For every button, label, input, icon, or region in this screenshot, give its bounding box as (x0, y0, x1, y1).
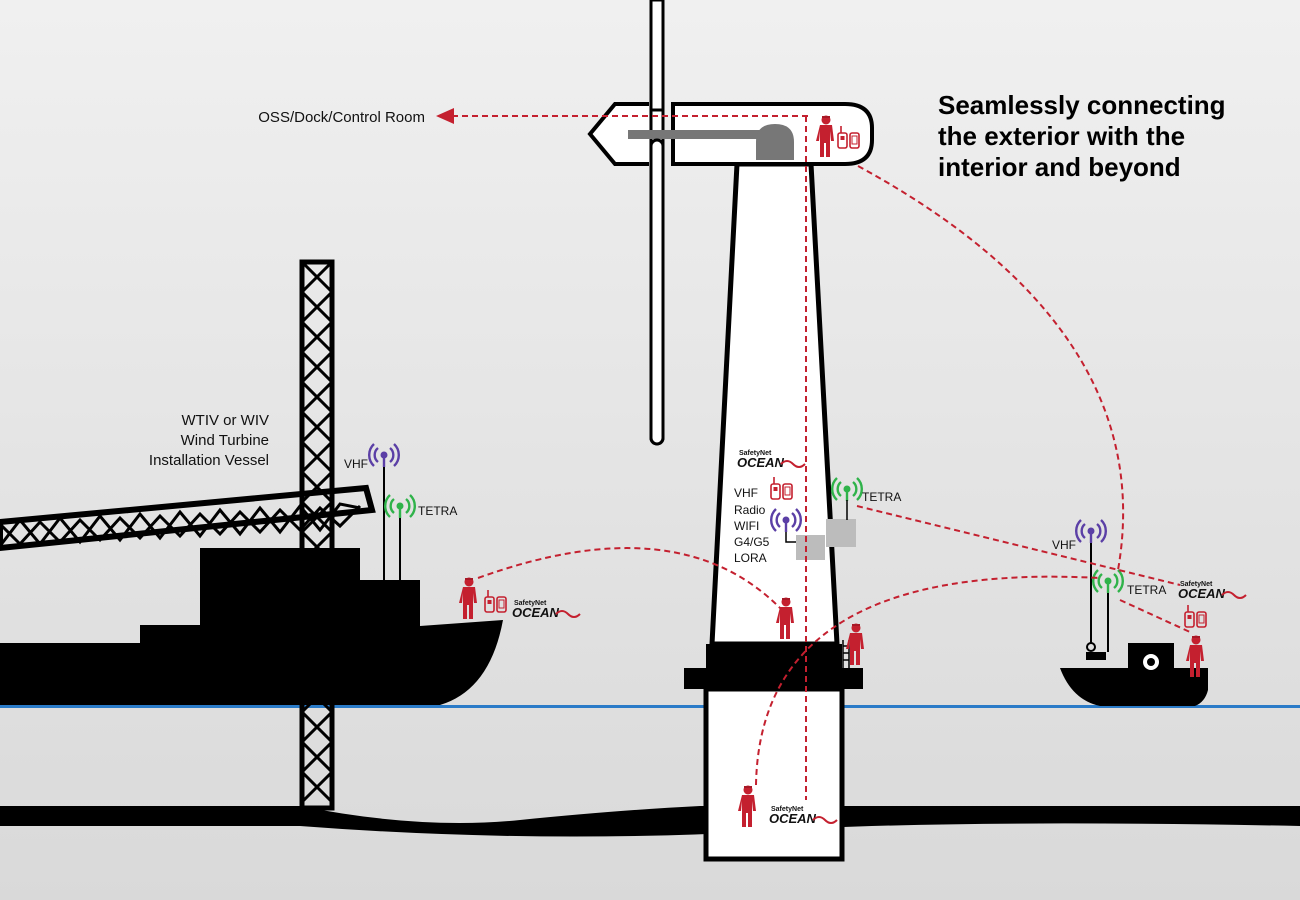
svg-text:OCEAN: OCEAN (1178, 586, 1226, 601)
vhf-antenna-icon (367, 442, 401, 469)
headline: Seamlessly connecting the exterior with … (938, 90, 1278, 183)
turbine-blade-upper (649, 0, 665, 112)
svg-text:SafetyNet: SafetyNet (771, 806, 804, 813)
svg-text:OCEAN: OCEAN (512, 605, 560, 620)
headline-line: the exterior with the (938, 121, 1186, 151)
vessel-tetra-label: TETRA (418, 504, 457, 518)
safetynet-ocean-logo: SafetyNet OCEAN (512, 600, 581, 620)
tower-list-item: G4/G5 (734, 535, 770, 549)
headline-line: Seamlessly connecting (938, 90, 1226, 120)
tower-list-item: WIFI (734, 519, 759, 533)
connection-links (436, 108, 1191, 800)
seabed (0, 806, 1300, 837)
tower-list-item: Radio (734, 503, 766, 517)
svg-text:SafetyNet: SafetyNet (1180, 581, 1213, 588)
person-icon (459, 577, 477, 619)
vessel-vhf-label: VHF (344, 457, 368, 471)
boat-vhf-label: VHF (1052, 538, 1076, 552)
installation-vessel (0, 259, 503, 811)
svg-text:OCEAN: OCEAN (737, 455, 785, 470)
vessel-label-line2: Wind Turbine (181, 432, 269, 449)
safetynet-ocean-logo: SafetyNet OCEAN (1178, 581, 1247, 601)
radio-icon (1184, 604, 1207, 628)
tower-comm-list: VHF Radio WIFI G4/G5 LORA (734, 486, 770, 565)
safetynet-ocean-logo: SafetyNet OCEAN (769, 806, 838, 826)
tetra-antenna-icon (383, 493, 417, 520)
radio-icon (484, 589, 507, 613)
turbine-tetra-label: TETRA (862, 490, 901, 504)
svg-text:SafetyNet: SafetyNet (739, 450, 772, 457)
vessel-label-line3: Installation Vessel (149, 452, 269, 469)
tower-list-item: LORA (734, 551, 767, 565)
tetra-antenna-icon (830, 476, 864, 503)
svg-text:SafetyNet: SafetyNet (514, 600, 547, 607)
water-line (0, 705, 1300, 708)
svg-text:OCEAN: OCEAN (769, 811, 817, 826)
vhf-antenna-icon (1074, 518, 1108, 545)
oss-label: OSS/Dock/Control Room (258, 109, 425, 126)
crew-transfer-boat (1060, 540, 1208, 706)
turbine-blade (649, 138, 665, 446)
boat-tetra-label: TETRA (1127, 583, 1166, 597)
tetra-antenna-icon (1091, 568, 1125, 595)
vessel-label-line1: WTIV or WIV (182, 412, 270, 429)
headline-line: interior and beyond (938, 152, 1181, 182)
tower-list-item: VHF (734, 486, 758, 500)
safetynet-ocean-logo: SafetyNet OCEAN (737, 450, 806, 470)
